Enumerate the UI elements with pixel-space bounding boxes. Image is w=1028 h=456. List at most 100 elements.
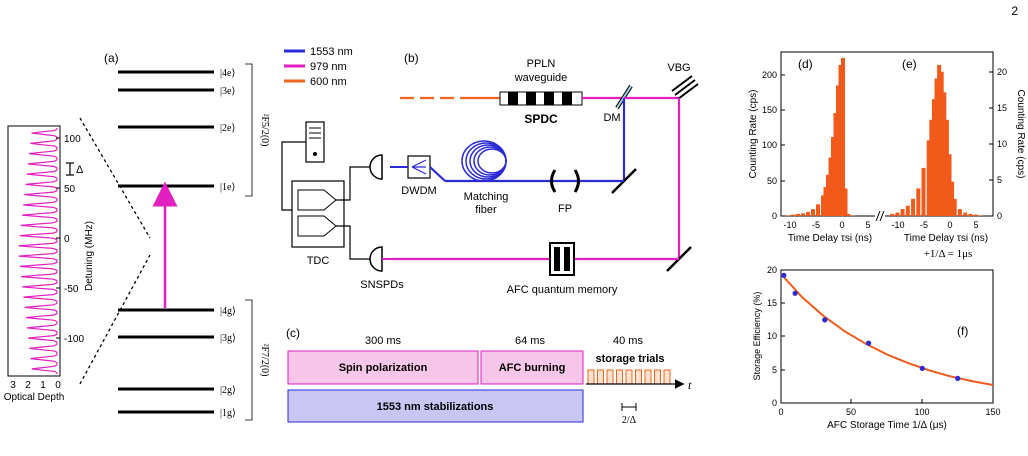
e-ylabel: Counting Rate (cps) [1015,90,1026,179]
data-point [792,290,798,296]
histogram-bar [931,99,936,216]
a-ytick-50: 50 [64,184,76,195]
trial-pulse [654,369,661,385]
histogram-bar [831,137,835,216]
f-xlabel: AFC Storage Time 1/Δ (μs) [827,420,947,431]
histogram-bar [843,188,848,216]
a-xaxis-label: Optical Depth [4,392,65,403]
f-ytick-15: 15 [767,298,777,308]
histogram-bar [947,154,952,216]
histogram-bar [939,71,944,216]
histogram-bar [950,181,955,216]
panel-de: (d) (e) 200 150 100 50 0 Counting Rate (… [748,51,1026,260]
dm-label: DM [603,112,620,124]
histogram-bar [944,119,949,216]
fp-mirror-left [550,169,557,193]
spdc-label: SPDC [524,112,558,126]
e-xtick-neg10: -10 [891,220,904,230]
fp-label: FP [558,203,572,215]
e-xlabel: Time Delay τsi (ns) [904,233,988,244]
histogram-bar [973,214,978,216]
d-ytick-150: 150 [762,105,777,115]
panel-label-f: (f) [957,324,968,338]
histogram-bar [895,212,900,216]
time-axis-label: t [688,378,692,392]
level-4e: |4e⟩ [220,68,235,79]
stabilization-label: 1553 nm stabilizations [377,401,494,413]
data-point [919,365,925,371]
histogram-bar [811,209,815,216]
vbg [671,75,699,100]
fp-mirror-right [573,169,580,193]
e-ytick-0: 0 [997,211,1002,221]
histogram-bar [816,204,820,216]
d-ytick-50: 50 [767,176,777,186]
e-ytick-20: 20 [997,67,1007,77]
histogram-bar [838,64,843,217]
histogram-bar [926,140,931,216]
trial-pulse [663,369,671,385]
time-64ms: 64 ms [515,335,545,347]
memory-label: AFC quantum memory [507,284,618,296]
histogram-bar [826,174,830,216]
histogram-bar [905,205,910,216]
spin-polarization-box [287,350,479,385]
data-point [822,317,828,323]
vbg-label: VBG [667,62,690,74]
histogram-bar [911,198,916,216]
histogram-bar [786,215,790,216]
e-ytick-10: 10 [997,139,1007,149]
spectrum-line [18,127,58,375]
d-xtick-neg10: -10 [783,220,796,230]
computer-icon [305,121,325,163]
storage-trials-label: storage trials [595,353,664,365]
period-label: 2/Δ [622,415,637,426]
detector-signal [369,154,383,180]
trial-pulse [635,369,642,385]
a-ytick-neg100: -100 [64,334,84,345]
data-point [781,272,787,278]
trial-pulse [597,369,604,385]
legend-label-1553: 1553 nm [310,46,353,58]
d-ytick-0: 0 [772,211,777,221]
period-marker [621,403,637,411]
fiber-label-2: fiber [475,204,497,216]
waveguide-label: waveguide [514,72,568,84]
trial-pulse [606,369,614,385]
ground-manifold-label: ²F7/2(0) [259,344,270,377]
panel-a: (a) 100 50 0 -50 -100 3 2 1 0 Optical De… [4,51,270,421]
histogram-bar [934,78,939,216]
f-xtick-100: 100 [914,407,929,417]
f-ytick-10: 10 [767,331,777,341]
f-xtick-50: 50 [846,407,856,417]
histogram-bar [942,92,947,216]
a-xtick-3: 3 [10,380,16,391]
afc-burning-box [480,350,584,385]
ppln-label: PPLN [527,58,556,70]
e-ytick-5: 5 [997,175,1002,185]
e-xtick-0: 0 [947,220,952,230]
afc-spectrum-trace [18,127,58,375]
a-xtick-1: 1 [40,380,46,391]
matching-fiber-coil [461,140,507,182]
histogram-bar [841,58,845,216]
d-ylabel: Counting Rate (cps) [748,90,759,179]
histogram-bar [916,188,921,216]
data-point [866,340,872,346]
delta-marker [66,162,74,176]
histogram-e [890,64,983,217]
trial-pulse [616,369,623,385]
f-xtick-0: 0 [778,407,783,417]
storage-trial-pulses [587,369,671,385]
histogram-frame [780,51,994,217]
histogram-bar [823,187,828,216]
histogram-bar [796,213,800,216]
ground-bracket [245,299,253,421]
histogram-bar [846,213,850,216]
time-40ms: 40 ms [613,335,643,347]
histogram-bar [851,215,855,216]
zoom-line-top [79,117,151,239]
histogram-bar [952,198,957,216]
histogram-bar [937,64,942,217]
